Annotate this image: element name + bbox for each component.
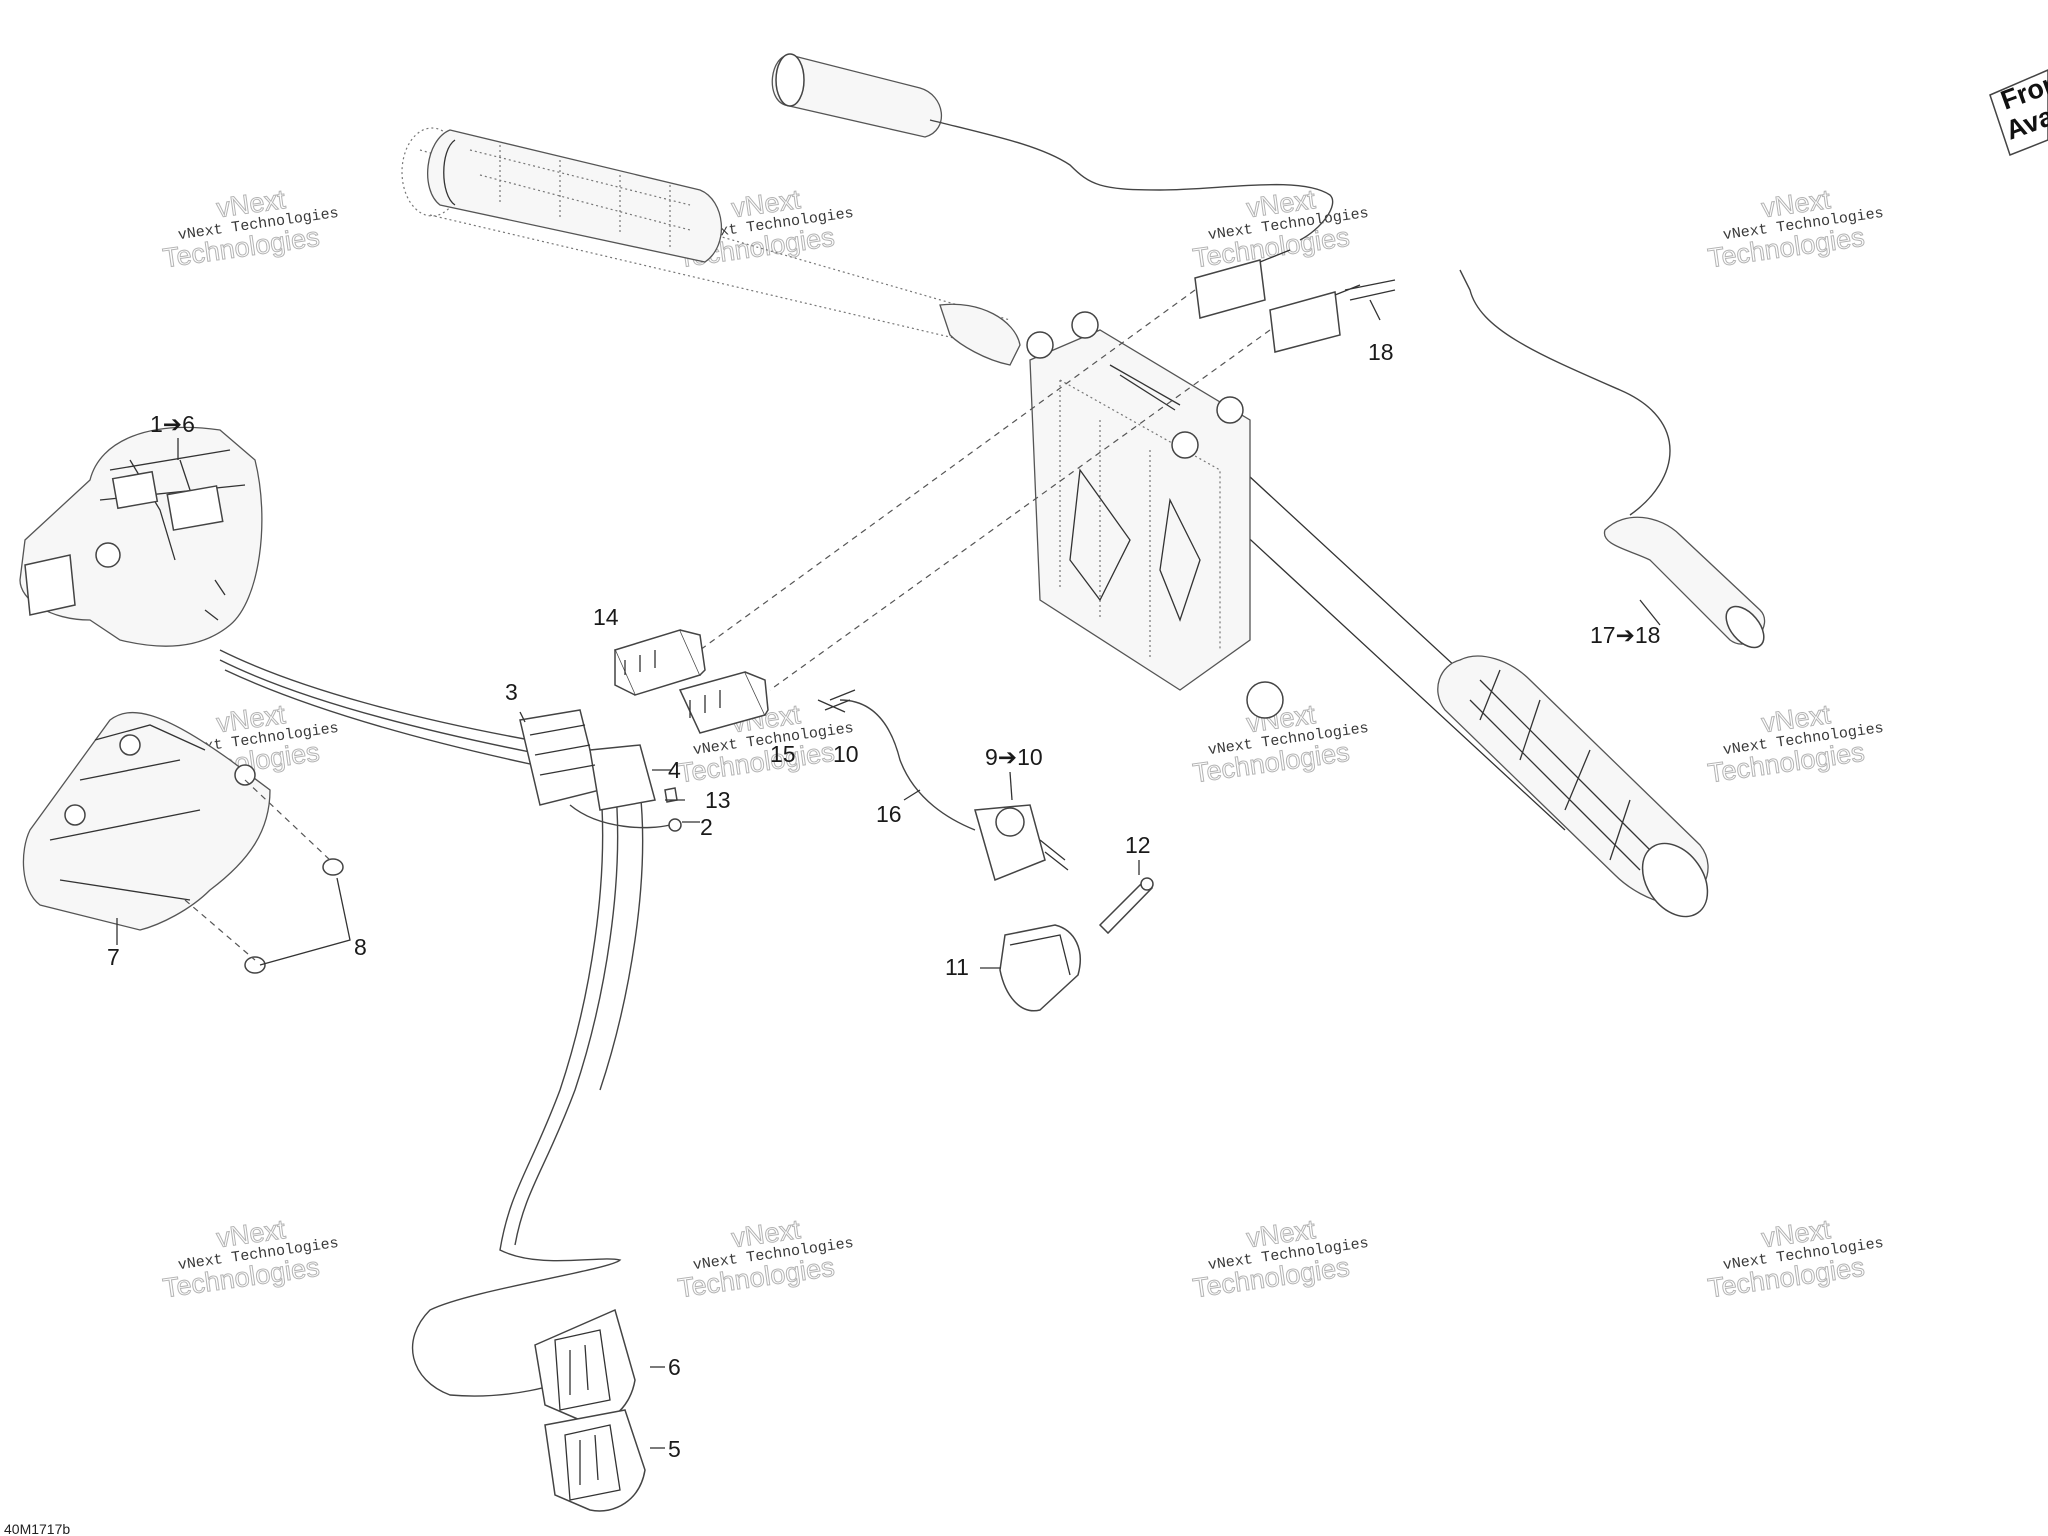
callout-11: 11 bbox=[945, 954, 969, 980]
callout-12: 12 bbox=[1125, 832, 1151, 858]
callout-8: 8 bbox=[354, 934, 367, 960]
connector-block-3-4 bbox=[519, 709, 682, 832]
callout-13: 13 bbox=[705, 787, 731, 813]
connector-6 bbox=[534, 1308, 636, 1424]
connector-pair-18 bbox=[699, 249, 1396, 691]
leader-lines bbox=[116, 299, 1661, 1449]
callout-9-10: 9➔10 bbox=[985, 744, 1043, 770]
callout-4: 4 bbox=[668, 757, 681, 783]
relay-14 bbox=[613, 629, 706, 696]
left-grip bbox=[401, 127, 723, 263]
callout-labels: 1➔6 2 3 4 5 6 7 8 9➔10 10 11 12 13 14 15… bbox=[107, 339, 1660, 1462]
heated-sleeve-top bbox=[771, 53, 1334, 241]
callout-1-6: 1➔6 bbox=[150, 411, 195, 437]
callout-16: 16 bbox=[876, 801, 902, 827]
callout-15: 15 bbox=[770, 741, 796, 767]
heated-sleeve-right bbox=[1459, 269, 1766, 649]
callout-6: 6 bbox=[668, 1354, 681, 1380]
connector-5 bbox=[544, 1409, 646, 1512]
callout-5: 5 bbox=[668, 1436, 681, 1462]
pin-12 bbox=[1098, 877, 1154, 935]
callout-3: 3 bbox=[505, 679, 518, 705]
callout-2: 2 bbox=[700, 814, 713, 840]
screws-8 bbox=[184, 779, 344, 974]
callout-10: 10 bbox=[833, 741, 859, 767]
callout-14: 14 bbox=[593, 604, 619, 630]
riser-clamp bbox=[1026, 311, 1284, 719]
relay-15 bbox=[678, 671, 769, 734]
callout-7: 7 bbox=[107, 944, 120, 970]
right-grip bbox=[1437, 655, 1709, 918]
wiring-harness bbox=[219, 649, 644, 1397]
bracket-11 bbox=[999, 924, 1081, 1012]
switch-housing bbox=[19, 426, 263, 647]
switch-9-10 bbox=[817, 689, 1069, 882]
callout-17-18: 17➔18 bbox=[1590, 622, 1660, 648]
callout-18: 18 bbox=[1368, 339, 1394, 365]
front-tag: Front Avant bbox=[1989, 64, 2048, 156]
cover-plate bbox=[22, 711, 271, 931]
handlebar bbox=[401, 53, 1766, 918]
diagram-code: 40M1717b bbox=[4, 1521, 70, 1536]
